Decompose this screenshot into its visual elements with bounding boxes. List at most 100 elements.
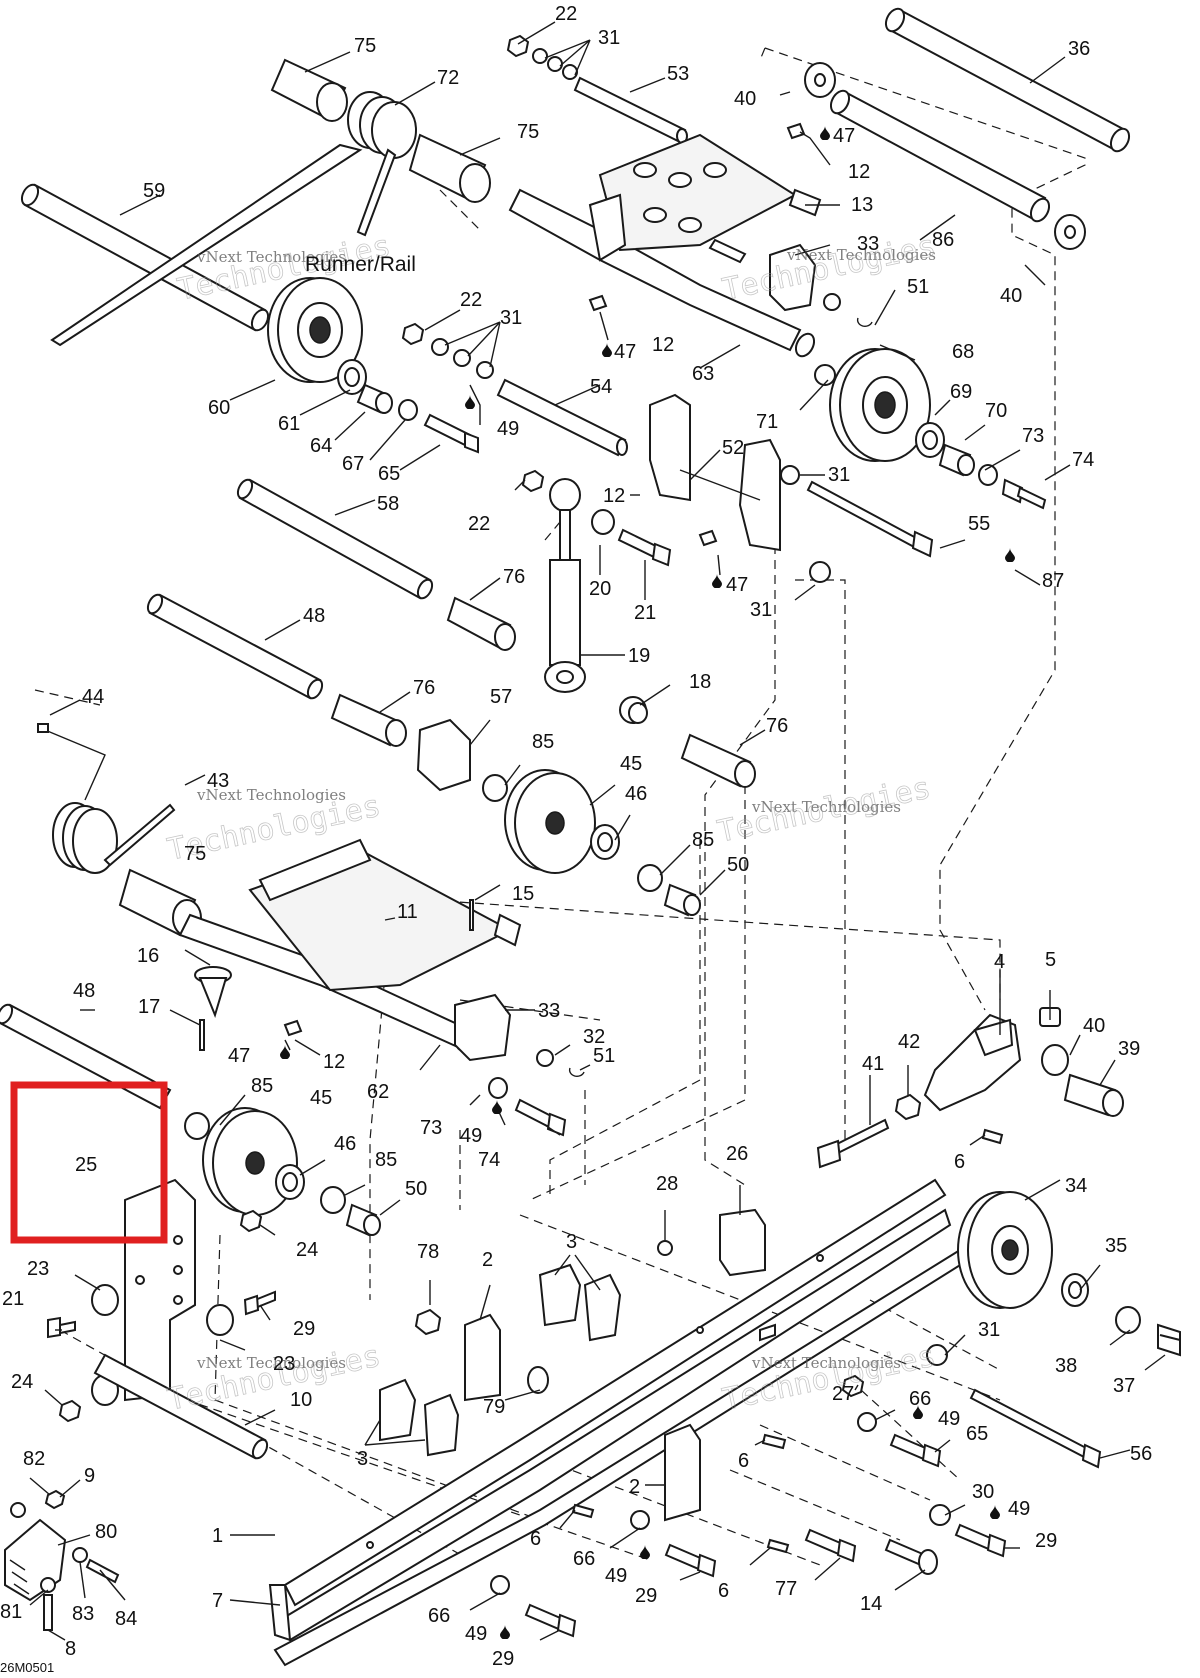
callout-14: 14 [860,1593,882,1615]
callout-80: 80 [95,1521,117,1543]
bearing-61 [337,359,367,395]
callout-50-lower: 50 [405,1178,427,1200]
pin-44 [37,723,49,733]
callout-6: 6 [954,1151,965,1173]
callout-6-bottom: 6 [718,1580,729,1602]
callout-40-right: 40 [1000,285,1022,307]
washer-31-rail [926,1344,948,1366]
callout-85: 85 [532,731,554,753]
callout-57: 57 [490,686,512,708]
shaft-53 [573,76,688,144]
callout-47-lower: 47 [726,574,748,596]
bearing-46-lower [275,1164,305,1200]
callout-49-rail: 49 [938,1408,960,1430]
nut-51-lower [568,1067,585,1077]
watermark-6: vNext Technologies [751,1354,901,1372]
callout-31-right: 31 [828,464,850,486]
callout-45: 45 [620,753,642,775]
grease-fitting-12-top [588,294,608,312]
callout-46-lower: 46 [334,1133,356,1155]
wheel-60 [267,277,363,383]
callout-75-lower: 75 [184,843,206,865]
callout-49-lower2: 49 [605,1565,627,1587]
bushing-76-right [680,733,756,788]
callout-36: 36 [1068,38,1090,60]
callout-labels: 22 31 75 72 53 36 40 47 12 75 13 59 33 8… [0,3,1152,1670]
callout-46: 46 [625,783,647,805]
spacer-85-lower [184,1112,210,1140]
callout-3: 3 [566,1231,577,1253]
callout-33-lower: 33 [538,1000,560,1022]
bolt-29-rail [954,1523,1007,1558]
leader-lines [29,21,1166,1641]
callout-76: 76 [503,566,525,588]
bearing-35 [1061,1273,1089,1307]
bolt-74-lower [514,1098,567,1137]
nut-22-lower [521,469,545,493]
shaft-36 [884,7,1131,153]
watermark-4: vNext Technologies [751,798,901,816]
callout-54: 54 [590,376,612,398]
callout-12-left: 12 [323,1051,345,1073]
callout-42: 42 [898,1031,920,1053]
callout-5: 5 [1045,949,1056,971]
bushing-76-top [446,596,516,651]
callout-70: 70 [985,400,1007,422]
callout-71: 71 [756,411,778,433]
callout-17: 17 [138,996,160,1018]
callout-4: 4 [994,951,1005,973]
nut-51-top [856,317,873,327]
callout-86: 86 [932,229,954,251]
stopper-80 [4,1518,67,1602]
callout-73: 73 [1022,425,1044,447]
nut-28 [657,1240,673,1256]
shaft-54 [496,378,628,457]
callout-45-lower: 45 [310,1087,332,1109]
washer-40-lower [1041,1044,1069,1076]
spacer-64 [356,383,393,414]
screw-6-rail-right [766,1538,790,1554]
shaft-48-top [146,593,324,700]
washer-23-lower [206,1304,234,1336]
callout-77: 77 [775,1578,797,1600]
washer-38 [1115,1306,1141,1334]
callout-66: 66 [909,1388,931,1410]
spacer-50-mid [663,883,701,917]
callout-23-lower: 23 [273,1353,295,1375]
callout-2: 2 [482,1249,493,1271]
bolt-29-lower [664,1543,717,1578]
watermark-1: vNext Technologies [196,248,346,266]
callout-40: 40 [734,88,756,110]
washer-40-right [1054,214,1086,250]
callout-11: 11 [397,901,418,923]
slider-2-lower [664,1423,701,1522]
bolt-84 [85,1558,120,1584]
spring-72 [50,91,417,347]
spacer-20 [591,509,615,535]
callout-72: 72 [437,67,459,89]
callout-23: 23 [27,1258,49,1280]
nut-42 [894,1093,922,1121]
grease-fitting-12-lower [283,1019,303,1037]
callout-20: 20 [589,578,611,600]
callout-31-mid: 31 [500,307,522,329]
callout-19: 19 [628,645,650,667]
bolt-56 [969,1388,1102,1469]
callout-12-lower: 12 [603,485,625,507]
callout-24: 24 [296,1239,318,1261]
callout-18: 18 [689,671,711,693]
bolt-65-top [423,413,479,454]
washer-66-lower [630,1510,650,1530]
callout-3-left: 3 [357,1448,368,1470]
callout-67: 67 [342,453,364,475]
spring-43 [44,729,176,874]
callout-21: 21 [634,602,656,624]
callout-31-lower: 31 [750,599,772,621]
washer-81 [40,1577,56,1593]
nut-24-mid [239,1209,263,1233]
washer-66-rail [857,1412,877,1432]
callout-74: 74 [1072,449,1094,471]
callout-30: 30 [972,1481,994,1503]
callout-40-lower: 40 [1083,1015,1105,1037]
bolt-29-rail-mid [759,1323,776,1342]
